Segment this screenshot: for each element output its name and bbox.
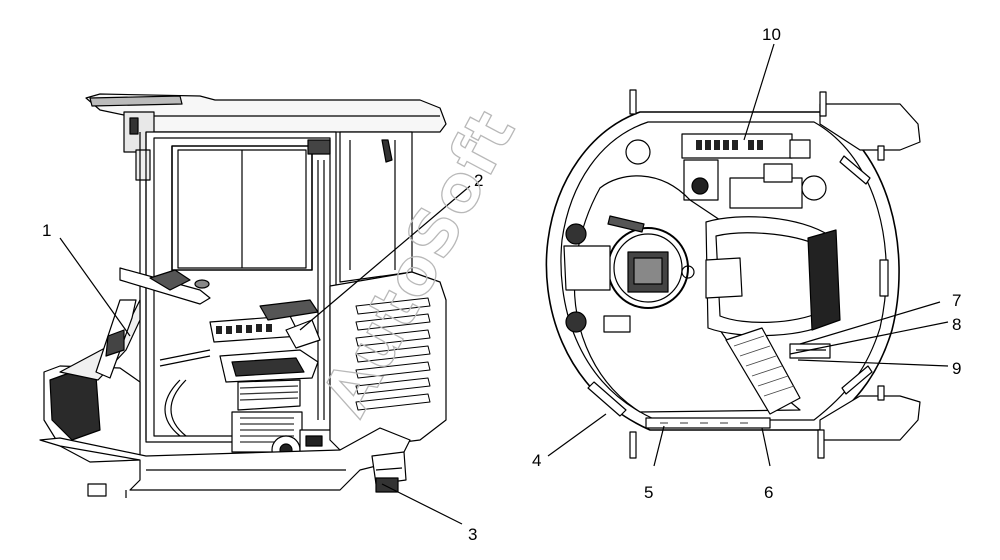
left-top-fixture <box>625 139 651 165</box>
bottom-wing <box>819 395 921 441</box>
callout-6: 6 <box>764 483 773 502</box>
callout-labels: 1 2 3 4 5 6 7 8 9 10 <box>42 25 961 544</box>
cab-side-view <box>39 93 447 498</box>
callout-1: 1 <box>42 221 51 240</box>
callout-5: 5 <box>644 483 653 502</box>
rear-side-panel <box>329 271 447 451</box>
vent-louvres <box>355 297 431 411</box>
callout-7: 7 <box>952 291 961 310</box>
cab-mount <box>371 451 407 485</box>
seat-suspension <box>239 385 299 401</box>
callout-4: 4 <box>532 451 541 470</box>
callout-8: 8 <box>952 315 961 334</box>
top-wing <box>819 103 921 151</box>
callout-2: 2 <box>474 171 483 190</box>
callout-10: 10 <box>762 25 781 44</box>
cab-top-view <box>545 89 921 459</box>
filter-box <box>729 177 803 209</box>
right-step-panel <box>725 327 801 415</box>
callout-9: 9 <box>952 359 961 378</box>
callout-3: 3 <box>468 525 477 544</box>
grab-posts <box>629 89 885 459</box>
side-grilles <box>587 155 889 417</box>
leader-lines <box>59 43 949 525</box>
